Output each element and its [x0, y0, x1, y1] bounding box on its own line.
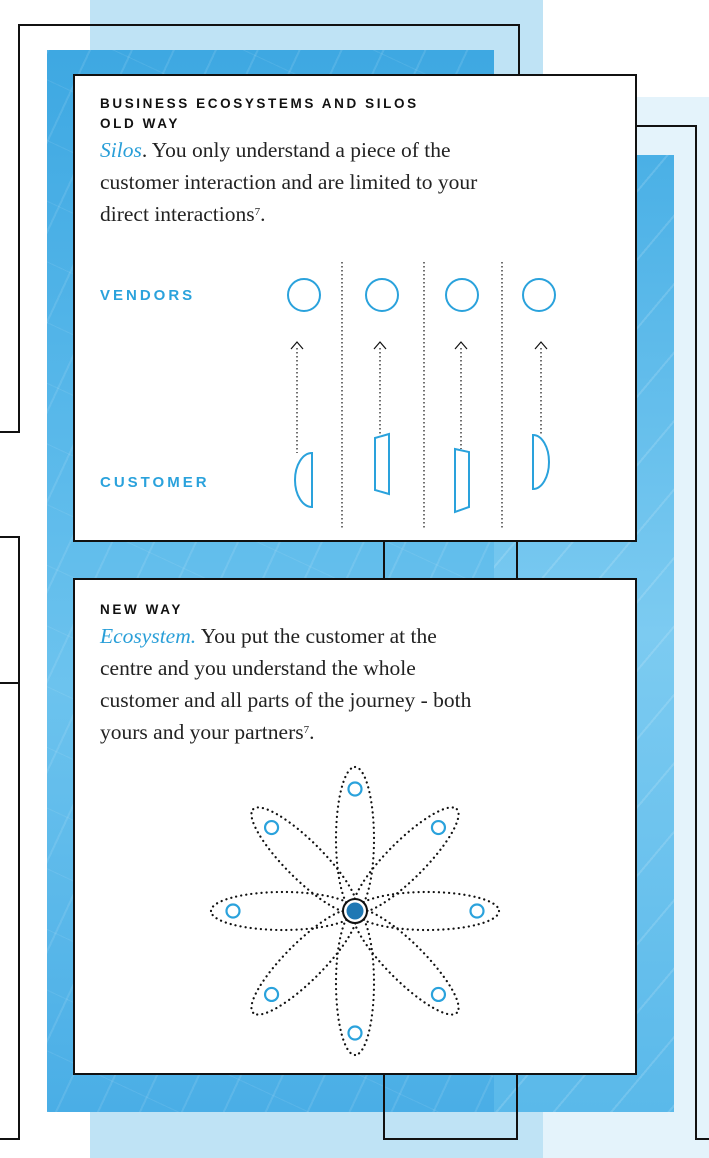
partner-node	[469, 903, 485, 919]
partner-node	[263, 986, 280, 1003]
description-line-2: centre and you understand the whole	[100, 656, 416, 680]
silo-4	[522, 278, 556, 491]
vendor-node	[445, 278, 479, 312]
old-way-panel: BUSINESS ECOSYSTEMS AND SILOS OLD WAY Si…	[73, 74, 637, 542]
heading-line-2: OLD WAY	[100, 116, 180, 131]
silo-3	[445, 278, 479, 514]
partner-node	[347, 781, 363, 797]
ecosystem-diagram	[209, 765, 501, 1057]
description-line-4: yours and your partners	[100, 720, 304, 744]
vendor-node	[365, 278, 399, 312]
petals	[209, 765, 501, 1057]
description-line-3: direct interactions	[100, 202, 255, 226]
description-line-1: . You only understand a piece of the	[141, 138, 451, 162]
petal	[352, 908, 460, 1016]
description-line-1: You put the customer at the	[196, 624, 437, 648]
description-line-3: customer and all parts of the journey - …	[100, 688, 472, 712]
customer-fragment	[532, 433, 550, 491]
partner-node	[430, 986, 447, 1003]
customer-label: CUSTOMER	[100, 474, 210, 491]
new-way-description: Ecosystem. You put the customer at the c…	[100, 620, 471, 748]
old-way-heading: BUSINESS ECOSYSTEMS AND SILOS OLD WAY	[100, 94, 419, 134]
petal	[209, 890, 357, 932]
old-way-description: Silos. You only understand a piece of th…	[100, 134, 477, 230]
arrowhead-icon	[534, 341, 548, 350]
petal	[352, 806, 460, 914]
vendors-label: VENDORS	[100, 287, 196, 304]
silos-diagram	[287, 262, 556, 528]
new-way-panel: NEW WAY Ecosystem. You put the customer …	[73, 578, 637, 1075]
lead-term-ecosystem: Ecosystem.	[100, 624, 197, 648]
partner-node	[430, 819, 447, 836]
arrowhead-icon	[454, 341, 468, 350]
description-end: .	[260, 202, 266, 226]
partner-node	[263, 819, 280, 836]
petal	[250, 806, 358, 914]
vendor-node	[287, 278, 321, 312]
arrowhead-icon	[373, 341, 387, 350]
description-line-2: customer interaction and are limited to …	[100, 170, 478, 194]
footnote-marker: 7	[303, 724, 310, 736]
customer-center-node	[346, 902, 364, 920]
silo-dividers	[341, 262, 503, 528]
vendor-node	[522, 278, 556, 312]
arrowhead-icon	[290, 341, 304, 350]
silo-1	[287, 278, 321, 509]
partner-nodes	[225, 781, 485, 1041]
silo-2	[365, 278, 399, 496]
partner-node	[347, 1025, 363, 1041]
petal	[353, 890, 501, 932]
footnote-marker: 7	[254, 206, 261, 218]
petal	[250, 908, 358, 1016]
new-way-heading: NEW WAY	[100, 602, 183, 617]
heading-line-1: BUSINESS ECOSYSTEMS AND SILOS	[100, 96, 419, 111]
petal	[334, 765, 376, 913]
description-end: .	[309, 720, 315, 744]
lead-term-silos: Silos	[100, 138, 142, 162]
customer-fragment	[374, 432, 390, 496]
customer-fragment	[454, 447, 470, 514]
partner-node	[225, 903, 241, 919]
petal	[334, 909, 376, 1057]
customer-fragment	[294, 451, 313, 509]
